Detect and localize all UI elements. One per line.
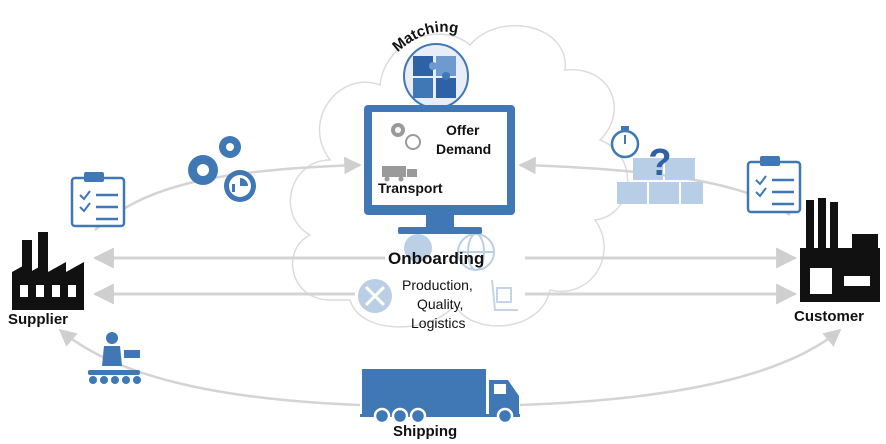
svg-text:?: ?: [648, 142, 671, 184]
onboarding-label: Onboarding: [388, 249, 485, 268]
clipboard-icon: [70, 172, 126, 228]
customer-label: Customer: [794, 308, 865, 325]
supplier-label: Supplier: [8, 311, 69, 328]
stopwatch-icon: [610, 126, 640, 159]
factory-icon: [12, 232, 84, 310]
boxes-question-icon: ?: [617, 142, 703, 204]
clipboard-icon-right: [746, 156, 802, 214]
tools-icon: [358, 279, 392, 313]
gear-stopwatch-mini-icon: [391, 123, 421, 150]
truck-mini-icon: [382, 166, 417, 182]
shipping-label: Shipping: [393, 423, 458, 440]
gears-icon: [188, 136, 241, 185]
demand-label: Demand: [436, 141, 492, 157]
flow-arrows: [92, 247, 798, 305]
worker-conveyor-icon: [88, 332, 141, 384]
offer-label: Offer: [446, 122, 480, 138]
onboarding-detail-production: Production,: [402, 277, 473, 293]
chart-icon: [224, 170, 256, 202]
onboarding-detail-quality: Quality,: [417, 296, 464, 312]
factory-icon-customer: [800, 198, 880, 302]
transport-label: Transport: [378, 180, 443, 196]
badge-icon: [404, 234, 432, 262]
package-cart-icon: [491, 279, 518, 311]
onboarding-detail-logistics: Logistics: [411, 315, 466, 331]
puzzle-icon: [403, 43, 469, 109]
truck-icon: [360, 369, 520, 425]
